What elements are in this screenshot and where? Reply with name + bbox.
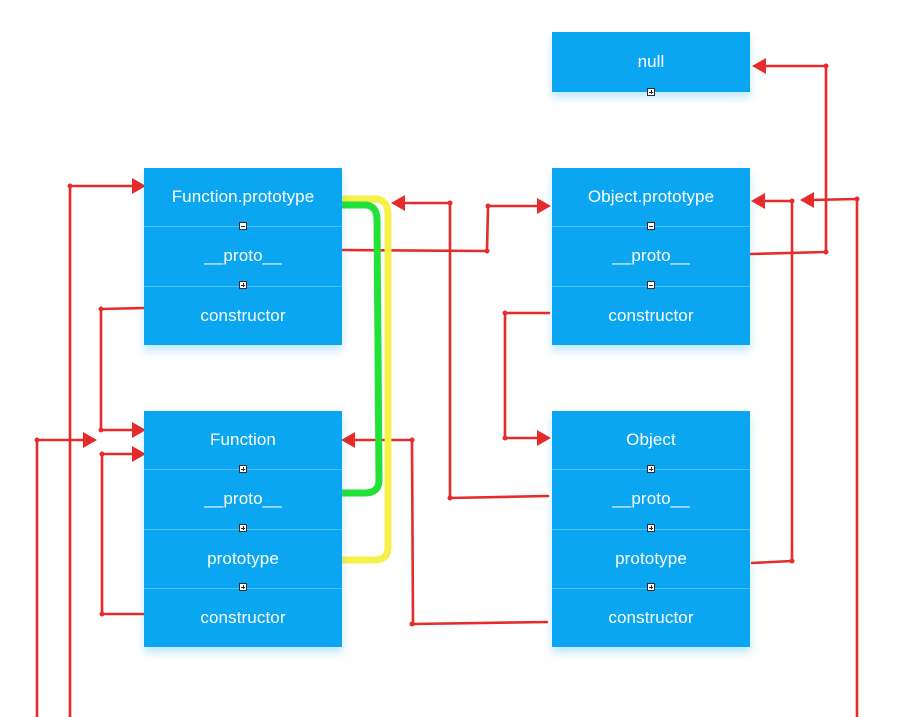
- collapse-toggle-icon[interactable]: [239, 222, 247, 230]
- link-object-proto-to-funcproto: [400, 201, 550, 500]
- expand-toggle-icon[interactable]: [239, 281, 247, 289]
- arrowhead-function-left-a: [132, 422, 146, 438]
- expand-toggle-icon[interactable]: [239, 524, 247, 532]
- function-field-prototype: prototype: [144, 529, 342, 588]
- field-constructor-label: constructor: [200, 305, 286, 325]
- arrowhead-null: [752, 58, 766, 74]
- link-outer-right-to-objproto: [808, 197, 859, 717]
- function-prototype-field-proto: __proto__: [144, 226, 342, 286]
- function-field-proto: __proto__: [144, 469, 342, 529]
- node-object-prototype: Object.prototype __proto__ constructor: [552, 168, 750, 345]
- field-proto-label: __proto__: [612, 489, 690, 508]
- function-prototype-field-constructor: constructor: [144, 286, 342, 345]
- arrowhead-objproto-right-b: [800, 192, 814, 208]
- field-proto-label: __proto__: [612, 246, 690, 265]
- link-funcproto-constructor-to-function: [99, 306, 146, 432]
- function-title-label: Function: [209, 430, 276, 449]
- object-prototype-title-label: Object.prototype: [587, 187, 715, 206]
- function-prototype-title: Function.prototype: [144, 168, 342, 226]
- expand-toggle-icon[interactable]: [647, 465, 655, 473]
- field-prototype-label: prototype: [207, 548, 279, 568]
- yellow-highlight-bracket: [332, 195, 392, 564]
- expand-toggle-icon[interactable]: [239, 583, 247, 591]
- object-field-proto: __proto__: [552, 469, 750, 529]
- arrowhead-funcproto-left: [132, 178, 146, 194]
- object-prototype-title: Object.prototype: [552, 168, 750, 226]
- node-object: Object __proto__ prototype constructor: [552, 411, 750, 647]
- arrowhead-funcproto-right: [391, 195, 405, 211]
- node-null-title-label: null: [637, 52, 665, 71]
- function-title: Function: [144, 411, 342, 469]
- object-title: Object: [552, 411, 750, 469]
- node-null: null: [552, 32, 750, 96]
- collapse-toggle-icon[interactable]: [647, 222, 655, 230]
- arrowhead-objproto-left: [537, 198, 551, 214]
- field-constructor-label: constructor: [608, 607, 694, 627]
- field-proto-label: __proto__: [204, 246, 282, 265]
- link-objproto-constructor-to-object: [503, 311, 551, 440]
- link-funcproto-proto-to-objproto: [341, 204, 542, 253]
- field-constructor-label: constructor: [200, 607, 286, 627]
- arrowhead-function-left-b: [132, 446, 146, 462]
- green-highlight-bracket: [329, 201, 383, 497]
- object-field-constructor: constructor: [552, 588, 750, 647]
- node-null-title: null: [552, 32, 750, 92]
- arrowhead-function-right: [341, 432, 355, 448]
- object-field-prototype: prototype: [552, 529, 750, 588]
- arrowhead-objproto-right-a: [751, 193, 765, 209]
- object-prototype-field-constructor: constructor: [552, 286, 750, 345]
- collapse-toggle-icon[interactable]: [647, 281, 655, 289]
- expand-toggle-icon[interactable]: [647, 88, 655, 96]
- function-field-constructor: constructor: [144, 588, 342, 647]
- link-objproto-proto-to-null: [748, 64, 828, 256]
- arrowhead-object-left: [537, 430, 551, 446]
- function-prototype-title-label: Function.prototype: [171, 187, 315, 206]
- expand-toggle-icon[interactable]: [647, 583, 655, 591]
- expand-toggle-icon[interactable]: [647, 524, 655, 532]
- field-constructor-label: constructor: [608, 305, 694, 325]
- arrowhead-function-left-c: [83, 432, 97, 448]
- link-function-constructor-to-function: [100, 452, 146, 616]
- node-function-prototype: Function.prototype __proto__ constructor: [144, 168, 342, 345]
- object-title-label: Object: [626, 430, 676, 449]
- field-proto-label: __proto__: [204, 489, 282, 508]
- link-outer-farleft-to-function: [35, 438, 90, 717]
- object-prototype-field-proto: __proto__: [552, 226, 750, 286]
- expand-toggle-icon[interactable]: [239, 465, 247, 473]
- node-function: Function __proto__ prototype constructor: [144, 411, 342, 647]
- field-prototype-label: prototype: [615, 548, 687, 568]
- link-object-prototype-to-objproto: [750, 199, 794, 565]
